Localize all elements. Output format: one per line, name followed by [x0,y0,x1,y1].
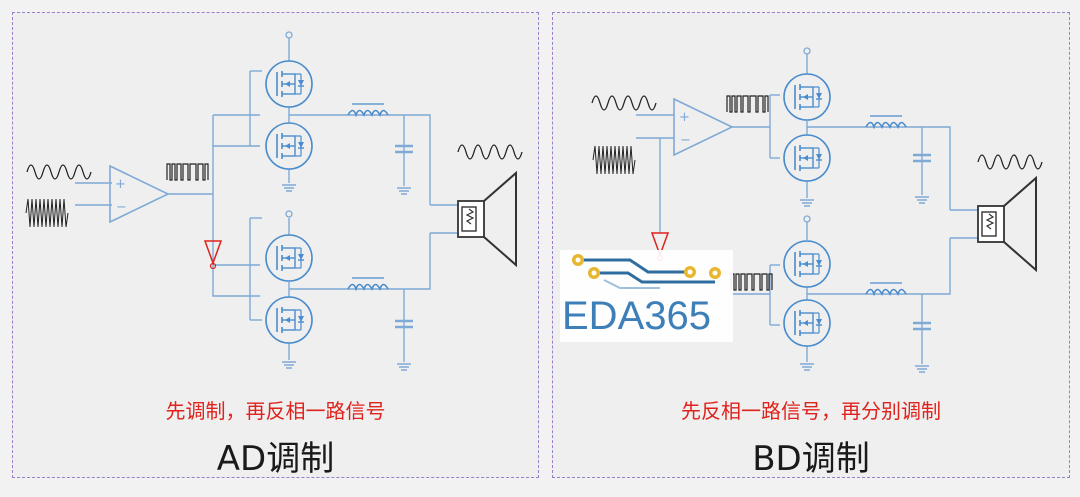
ad-ground-4 [396,363,412,371]
bd-ground-2 [799,363,815,371]
bd-wires [636,54,978,364]
ad-mosfet-3 [265,234,313,282]
bd-audio-sine [591,95,657,111]
ad-mosfet-1 [265,60,313,108]
pcb-trace-icon [572,254,721,289]
bd-caption: 先反相一路信号，再分别调制 [681,399,941,423]
ad-mosfet-4 [265,296,313,344]
bd-ground-3 [914,196,930,204]
bd-output-sine [977,154,1043,170]
bd-mosfet-4 [783,299,831,347]
ad-ground-3 [396,187,412,195]
bd-speaker [977,177,1037,271]
ad-audio-sine [26,164,92,180]
bd-ground-1 [799,199,815,207]
bd-mosfet-2 [783,134,831,182]
ad-pwm-wave [166,163,209,181]
ad-speaker [457,172,517,266]
bd-circuit [591,47,1043,373]
eda365-logo-text: EDA365 [562,294,711,338]
ad-caption: 先调制，再反相一路信号 [165,399,386,423]
ad-mosfet-2 [265,122,313,170]
bd-mosfet-1 [783,73,831,121]
ad-ground-2 [281,361,297,369]
ad-output-sine [457,144,523,160]
ad-modulation-panel: 先调制，再反相一路信号 AD调制 [12,12,539,479]
bd-comparator [673,98,733,156]
bd-modulation-panel: 先反相一路信号，再分别调制 BD调制 [552,12,1070,479]
ad-title: AD调制 [216,439,335,479]
eda365-logo: EDA365 [560,250,733,342]
bd-title: BD调制 [752,439,870,479]
bd-mosfet-3 [783,240,831,288]
ad-wires [75,38,458,362]
bd-carrier-wave [592,145,636,175]
bd-pwm-wave-2 [730,273,773,291]
bd-pwm-wave-1 [726,95,769,113]
bd-inductor-1 [865,115,907,128]
ad-carrier-wave [25,198,69,228]
ad-ground-1 [281,184,297,192]
ad-circuit [25,31,523,371]
bd-ground-4 [914,365,930,373]
ad-inductor-2 [347,277,389,290]
ad-comparator [109,165,169,223]
ad-inductor-1 [347,103,389,116]
bd-inductor-2 [865,282,907,295]
